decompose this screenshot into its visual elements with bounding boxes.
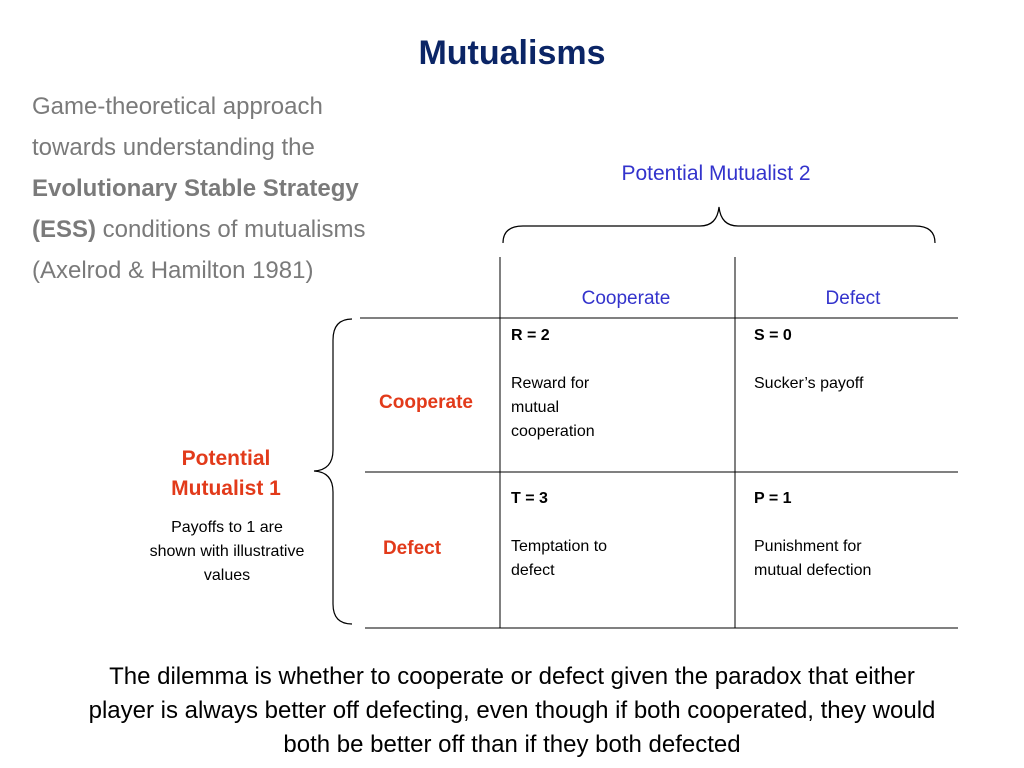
payoff-cell-sucker: S = 0 Sucker’s payoff bbox=[754, 324, 954, 396]
player1-brace bbox=[313, 318, 353, 625]
player2-brace bbox=[502, 206, 936, 244]
intro-ess-bold: (ESS) bbox=[32, 216, 97, 243]
conclusion-line: The dilemma is whether to cooperate or d… bbox=[109, 663, 915, 690]
conclusion-line: both be better off than if they both def… bbox=[283, 731, 741, 758]
player1-note-line: Payoffs to 1 are bbox=[171, 519, 283, 536]
player1-note-line: values bbox=[203, 567, 251, 584]
payoff-value: R = 2 bbox=[511, 327, 550, 344]
page-title: Mutualisms bbox=[418, 34, 606, 72]
intro-line: conditions of mutualisms bbox=[96, 216, 366, 243]
payoff-desc: mutual defection bbox=[754, 562, 872, 579]
intro-text: Game-theoretical approach towards unders… bbox=[32, 86, 452, 291]
payoff-value: T = 3 bbox=[511, 490, 548, 507]
column-header-cooperate: Cooperate bbox=[581, 288, 671, 309]
payoff-value: S = 0 bbox=[754, 327, 792, 344]
payoff-cell-punishment: P = 1 Punishment for mutual defection bbox=[754, 487, 954, 583]
player2-label: Potential Mutualist 2 bbox=[621, 162, 811, 185]
conclusion-line: player is always better off defecting, e… bbox=[88, 697, 936, 724]
player1-note-line: shown with illustrative bbox=[149, 543, 305, 560]
row-header-cooperate: Cooperate bbox=[379, 392, 473, 413]
payoff-desc: defect bbox=[511, 562, 555, 579]
player1-note: Payoffs to 1 are shown with illustrative… bbox=[126, 516, 328, 588]
intro-line-bold: Evolutionary Stable Strategy bbox=[32, 175, 359, 202]
payoff-desc: Sucker’s payoff bbox=[754, 375, 864, 392]
intro-citation: (Axelrod & Hamilton 1981) bbox=[32, 257, 314, 284]
payoff-cell-temptation: T = 3 Temptation to defect bbox=[511, 487, 671, 583]
player1-label: Potential Mutualist 1 bbox=[140, 444, 312, 504]
payoff-desc: Temptation to bbox=[511, 538, 608, 555]
payoff-cell-reward: R = 2 Reward for mutual cooperation bbox=[511, 324, 661, 444]
intro-line: towards understanding the bbox=[32, 134, 315, 161]
payoff-desc: Punishment for bbox=[754, 538, 862, 555]
row-header-defect: Defect bbox=[382, 538, 442, 559]
intro-line: Game-theoretical approach bbox=[32, 93, 323, 120]
conclusion-text: The dilemma is whether to cooperate or d… bbox=[0, 660, 1024, 762]
column-header-defect: Defect bbox=[825, 288, 881, 309]
payoff-desc: Reward for bbox=[511, 375, 590, 392]
payoff-value: P = 1 bbox=[754, 490, 792, 507]
player1-label-line: Potential bbox=[181, 447, 271, 470]
payoff-desc: mutual bbox=[511, 399, 560, 416]
player1-label-line: Mutualist 1 bbox=[171, 477, 281, 500]
payoff-desc: cooperation bbox=[511, 423, 595, 440]
